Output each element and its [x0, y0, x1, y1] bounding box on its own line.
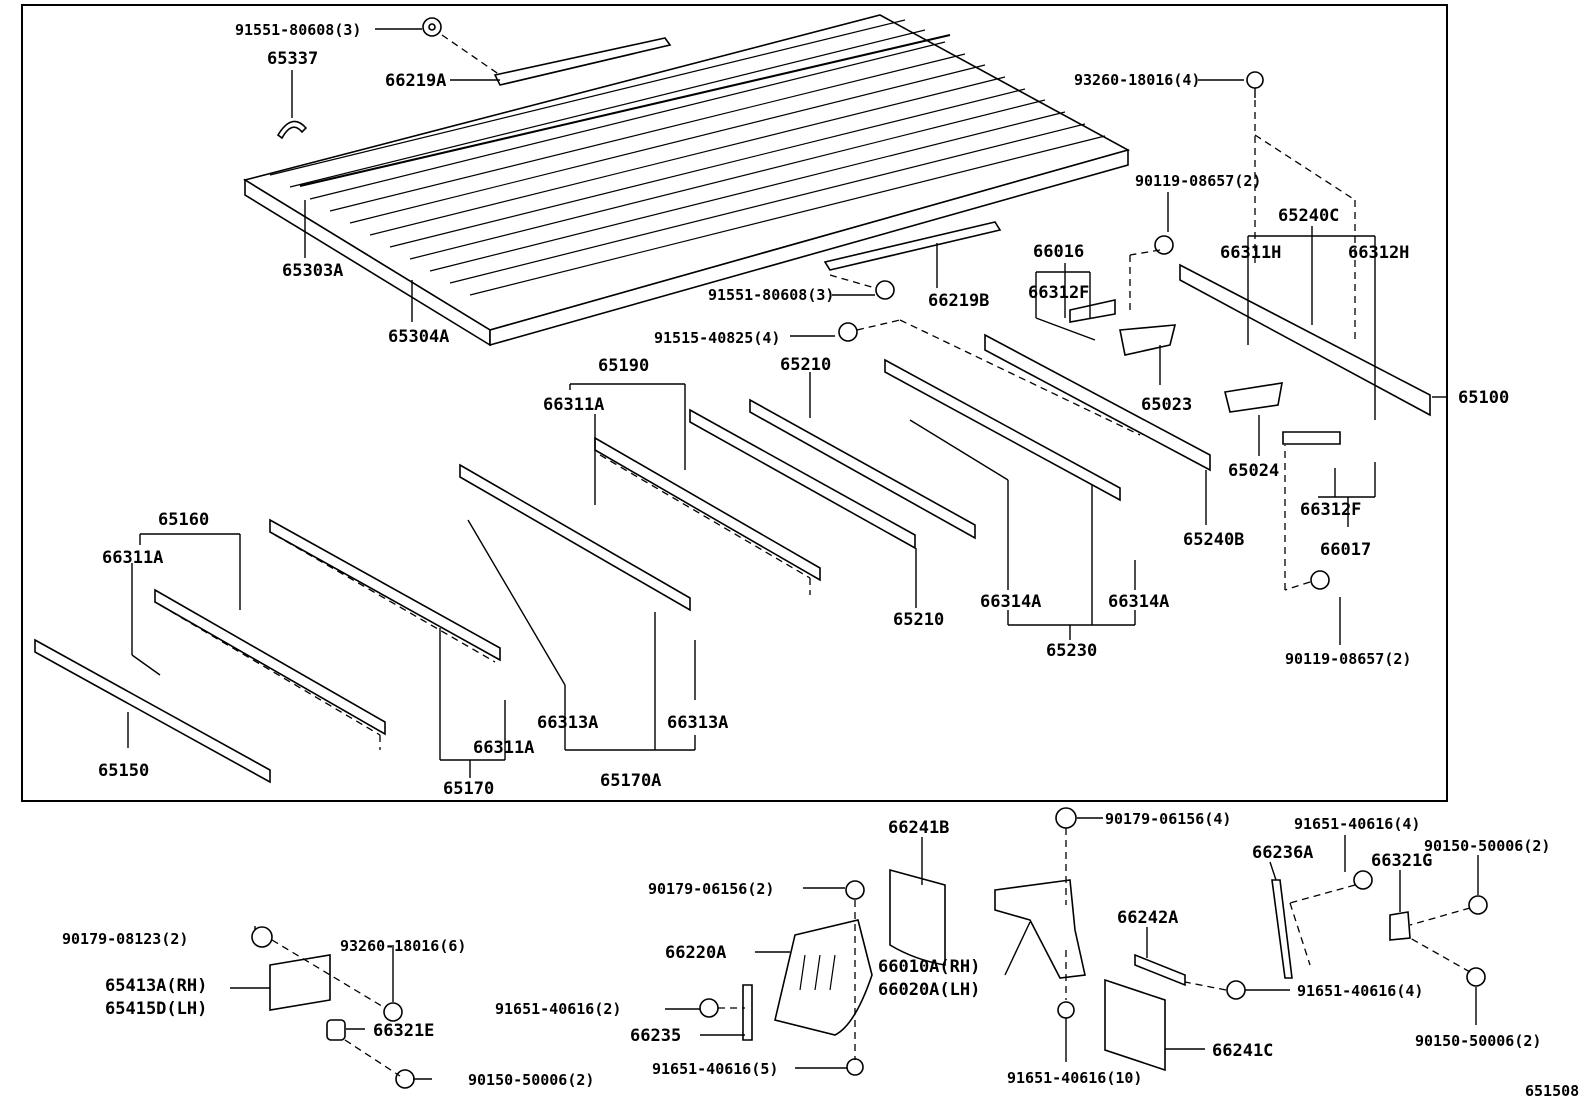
label-65023: 65023 — [1141, 395, 1192, 415]
label-90119-top: 90119-08657(2) — [1135, 172, 1261, 190]
label-65415D: 65415D(LH) — [105, 999, 207, 1019]
label-91551-mid: 91551-80608(3) — [708, 286, 834, 304]
label-65413A: 65413A(RH) — [105, 976, 207, 996]
label-91551-top: 91551-80608(3) — [235, 21, 361, 39]
label-65240C: 65240C — [1278, 206, 1339, 226]
label-65170A: 65170A — [600, 771, 661, 791]
label-66321E: 66321E — [373, 1021, 434, 1041]
label-66242A: 66242A — [1117, 908, 1178, 928]
label-91651-r4: 91651-40616(4) — [1297, 982, 1423, 1000]
label-66314A-a: 66314A — [980, 592, 1041, 612]
label-65230: 65230 — [1046, 641, 1097, 661]
label-90119-bot: 90119-08657(2) — [1285, 650, 1411, 668]
label-65240B: 65240B — [1183, 530, 1244, 550]
label-66219B: 66219B — [928, 291, 989, 311]
label-91651-mid2: 91651-40616(2) — [495, 1000, 621, 1018]
label-65024: 65024 — [1228, 461, 1279, 481]
label-65210-a: 65210 — [780, 355, 831, 375]
lower-leader-lines — [230, 817, 1479, 1080]
label-66235: 66235 — [630, 1026, 681, 1046]
cross-sills — [34, 263, 1431, 784]
part-65337 — [276, 120, 308, 140]
label-91651-top4: 91651-40616(4) — [1294, 815, 1420, 833]
label-90150-left: 90150-50006(2) — [1415, 1032, 1541, 1050]
label-65190: 65190 — [598, 356, 649, 376]
label-66312F-b: 66312F — [1300, 500, 1361, 520]
label-91651-10: 91651-40616(10) — [1007, 1069, 1142, 1087]
upper-group-frame — [21, 4, 1448, 802]
label-66311A-c: 66311A — [473, 738, 534, 758]
label-66220A: 66220A — [665, 943, 726, 963]
lower-fastener-lines — [271, 828, 1471, 1077]
label-90179-08123: 90179-08123(2) — [62, 930, 188, 948]
label-91515: 91515-40825(4) — [654, 329, 780, 347]
label-65304A: 65304A — [388, 327, 449, 347]
label-90179-06156-4: 90179-06156(4) — [1105, 810, 1231, 828]
sill-dash-lines — [159, 454, 811, 750]
label-65160: 65160 — [158, 510, 209, 530]
label-66311A-b: 66311A — [102, 548, 163, 568]
label-65337: 65337 — [267, 49, 318, 69]
label-66241B: 66241B — [888, 818, 949, 838]
bed-floor-panel — [242, 14, 1131, 347]
label-90179-06156-2: 90179-06156(2) — [648, 880, 774, 898]
label-90150-bot: 90150-50006(2) — [468, 1071, 594, 1089]
label-66020A: 66020A(LH) — [878, 980, 980, 1000]
label-66312H: 66312H — [1348, 243, 1409, 263]
label-65100: 65100 — [1458, 388, 1509, 408]
label-66241C: 66241C — [1212, 1041, 1273, 1061]
label-93260-top: 93260-18016(4) — [1074, 71, 1200, 89]
leader-lines — [127, 28, 1447, 778]
label-65210-b: 65210 — [893, 610, 944, 630]
lower-parts — [251, 807, 1488, 1089]
label-66311A-a: 66311A — [543, 395, 604, 415]
diagram-id-label: 651508 — [1525, 1082, 1579, 1099]
label-66016: 66016 — [1033, 242, 1084, 262]
label-66010A: 66010A(RH) — [878, 957, 980, 977]
part-66219A — [493, 37, 672, 86]
label-91651-5: 91651-40616(5) — [652, 1060, 778, 1078]
label-66314A-b: 66314A — [1108, 592, 1169, 612]
label-66017: 66017 — [1320, 540, 1371, 560]
label-66321G: 66321G — [1371, 851, 1432, 871]
label-66311H: 66311H — [1220, 243, 1281, 263]
bolt-icon — [422, 17, 1330, 590]
label-66219A: 66219A — [385, 71, 446, 91]
label-93260-6: 93260-18016(6) — [340, 937, 466, 955]
label-66312F-a: 66312F — [1028, 283, 1089, 303]
part-66219B — [823, 221, 1002, 271]
label-66236A: 66236A — [1252, 843, 1313, 863]
label-65303A: 65303A — [282, 261, 343, 281]
label-66313A-a: 66313A — [537, 713, 598, 733]
fastener-lines — [441, 34, 1356, 591]
label-65170: 65170 — [443, 779, 494, 799]
label-65150: 65150 — [98, 761, 149, 781]
label-66313A-b: 66313A — [667, 713, 728, 733]
label-90150-top: 90150-50006(2) — [1424, 837, 1550, 855]
